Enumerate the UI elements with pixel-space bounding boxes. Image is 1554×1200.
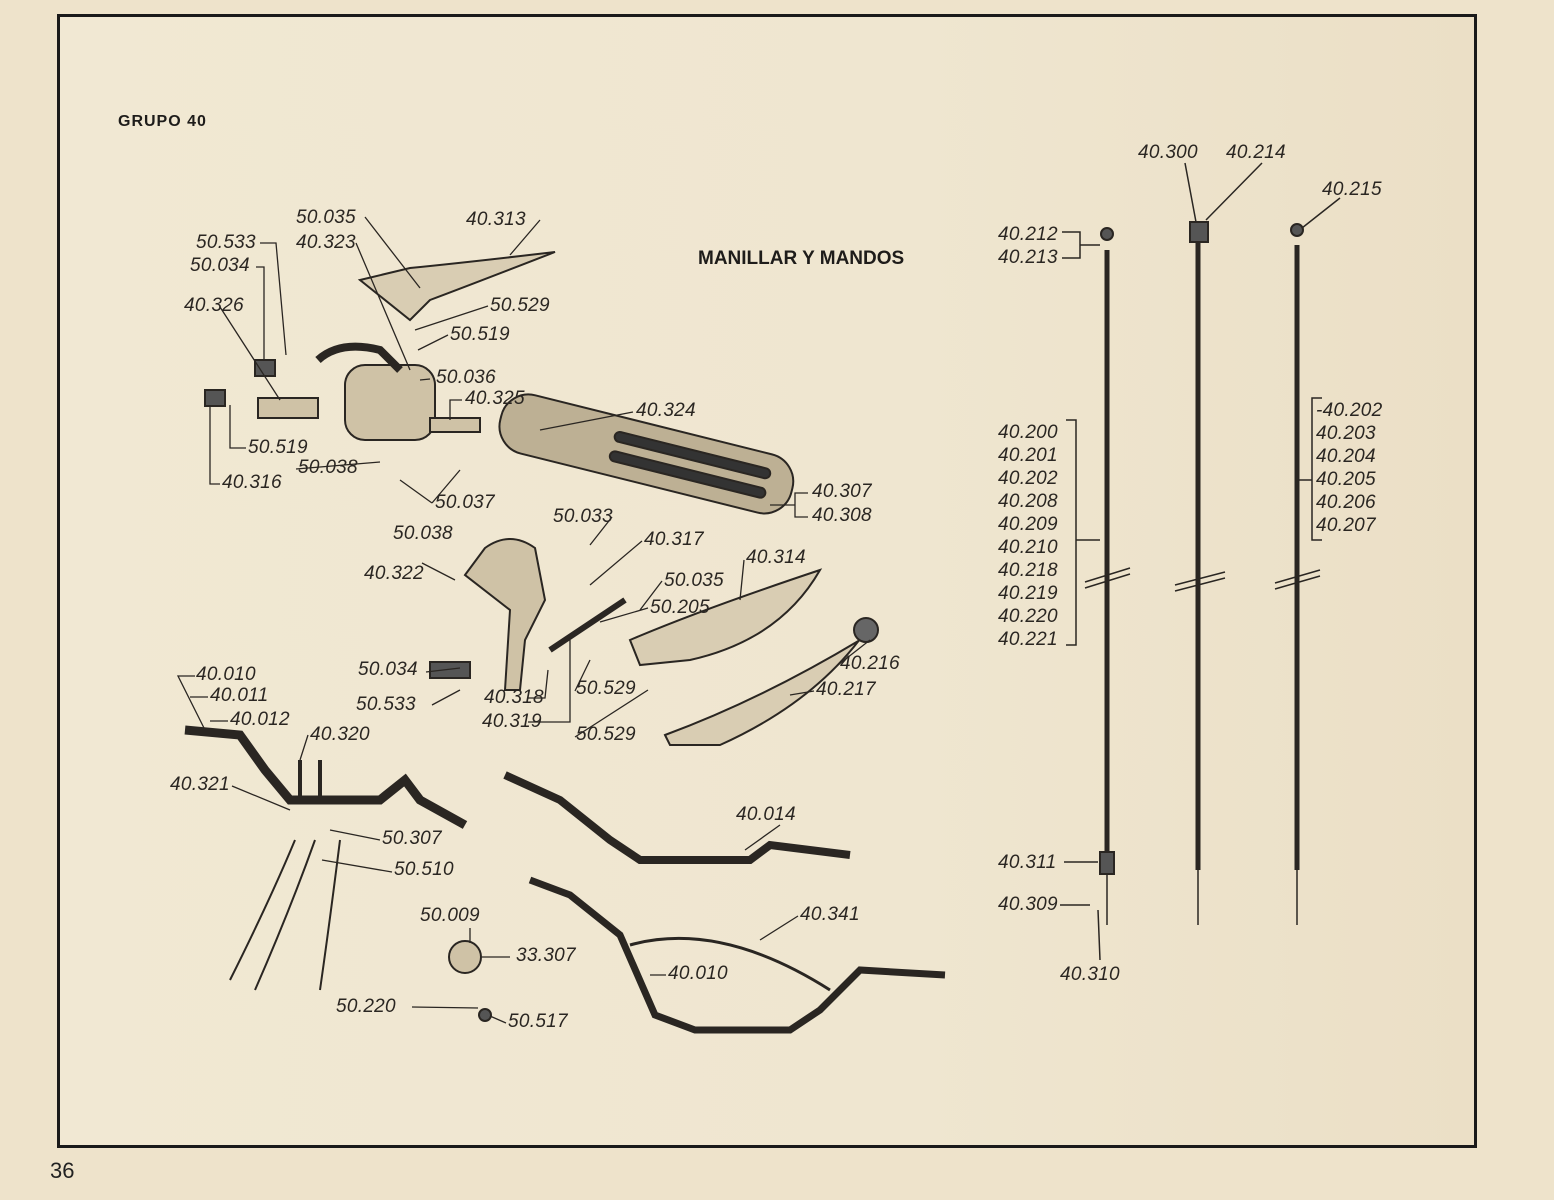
part-callout: 40.318 [484, 687, 544, 708]
cable-callout: 40.214 [1226, 142, 1286, 163]
part-callout: 40.216 [840, 653, 900, 674]
part-callout: 50.517 [508, 1011, 568, 1032]
part-callout: 40.320 [310, 724, 370, 745]
part-callout: 40.308 [812, 505, 872, 526]
part-callout: 50.307 [382, 828, 442, 849]
part-callout: 40.319 [482, 711, 542, 732]
part-callout: 40.317 [644, 529, 704, 550]
part-callout: 50.035 [296, 207, 356, 228]
cable-callout: 40.202 [998, 468, 1058, 489]
part-callout: 40.314 [746, 547, 806, 568]
brake-lever-clamp [463, 538, 547, 691]
cable-callout: 40.207 [1316, 515, 1376, 536]
part-callout: 50.034 [190, 255, 250, 276]
cable-callout: -40.202 [1316, 400, 1383, 421]
part-callout: 40.316 [222, 472, 282, 493]
handlebar-assembled [184, 725, 468, 829]
cable-callout: 40.221 [998, 629, 1058, 650]
part-callout: 40.010 [196, 664, 256, 685]
part-callout: 50.038 [298, 457, 358, 478]
part-callout: 40.325 [465, 388, 525, 409]
crossbar-40-341 [629, 936, 831, 992]
clutch-lever [357, 251, 556, 322]
part-callout: 40.010 [668, 963, 728, 984]
cable-callout: 40.201 [998, 445, 1058, 466]
cable-callout: 40.208 [998, 491, 1058, 512]
part-callout: 50.529 [576, 724, 636, 745]
part-callout: 50.036 [436, 367, 496, 388]
part-callout: 40.307 [812, 481, 872, 502]
brake-lever [628, 568, 823, 667]
cable-callout: 40.210 [998, 537, 1058, 558]
part-callout: 50.533 [356, 694, 416, 715]
cable-left-part-list: 40.200 40.201 40.202 40.208 40.209 40.21… [998, 421, 1058, 651]
part-callout: 40.217 [816, 679, 876, 700]
handlebar-40-014 [503, 771, 851, 864]
part-callout: 50.205 [650, 597, 710, 618]
cable-callout: 40.213 [998, 247, 1058, 268]
page-frame [57, 14, 1477, 1148]
cable-callout: 40.218 [998, 560, 1058, 581]
cable-callout: 40.300 [1138, 142, 1198, 163]
cable-callout: 40.203 [1316, 423, 1376, 444]
part-callout: 33.307 [516, 945, 576, 966]
cable-callout: 40.212 [998, 224, 1058, 245]
part-callout: 50.033 [553, 506, 613, 527]
cable-callout: 40.209 [998, 514, 1058, 535]
handlebar-40-010 [528, 876, 946, 1034]
part-callout: 40.321 [170, 774, 230, 795]
part-callout: 50.220 [336, 996, 396, 1017]
cable-callout: 40.206 [1316, 492, 1376, 513]
page-number: 36 [50, 1158, 75, 1183]
part-callout: 40.324 [636, 400, 696, 421]
cable-callout: 40.311 [998, 852, 1057, 873]
part-callout: 50.529 [576, 678, 636, 699]
part-callout: 40.014 [736, 804, 796, 825]
cable-callout: 40.205 [1316, 469, 1376, 490]
section-title: MANILLAR Y MANDOS [698, 248, 905, 269]
part-callout: 50.037 [435, 492, 495, 513]
part-callout: 40.323 [296, 232, 356, 253]
part-callout: 50.510 [394, 859, 454, 880]
cable-callout: 40.220 [998, 606, 1058, 627]
part-callout: 50.529 [490, 295, 550, 316]
part-callout: 40.011 [210, 685, 269, 706]
cable-callout: 40.204 [1316, 446, 1376, 467]
group-title: GRUPO 40 [118, 113, 207, 130]
part-callout: 50.533 [196, 232, 256, 253]
cable-callout: 40.310 [1060, 964, 1120, 985]
part-callout: 40.326 [184, 295, 244, 316]
part-callout: 40.313 [466, 209, 526, 230]
cable-callout: 40.219 [998, 583, 1058, 604]
part-callout: 50.519 [248, 437, 308, 458]
cable-callout: 40.215 [1322, 179, 1382, 200]
part-callout: 50.038 [393, 523, 453, 544]
part-callout: 50.034 [358, 659, 418, 680]
part-callout: 40.012 [230, 709, 290, 730]
part-callout: 50.519 [450, 324, 510, 345]
part-callout: 50.035 [664, 570, 724, 591]
lever-housing [344, 364, 436, 441]
part-callout: 40.322 [364, 563, 424, 584]
cable-right-part-list: -40.202 40.203 40.204 40.205 40.206 40.2… [1316, 399, 1383, 537]
part-callout: 40.341 [800, 904, 860, 925]
cable-callout: 40.309 [998, 894, 1058, 915]
part-callout: 50.009 [420, 905, 480, 926]
cable-callout: 40.200 [998, 422, 1058, 443]
